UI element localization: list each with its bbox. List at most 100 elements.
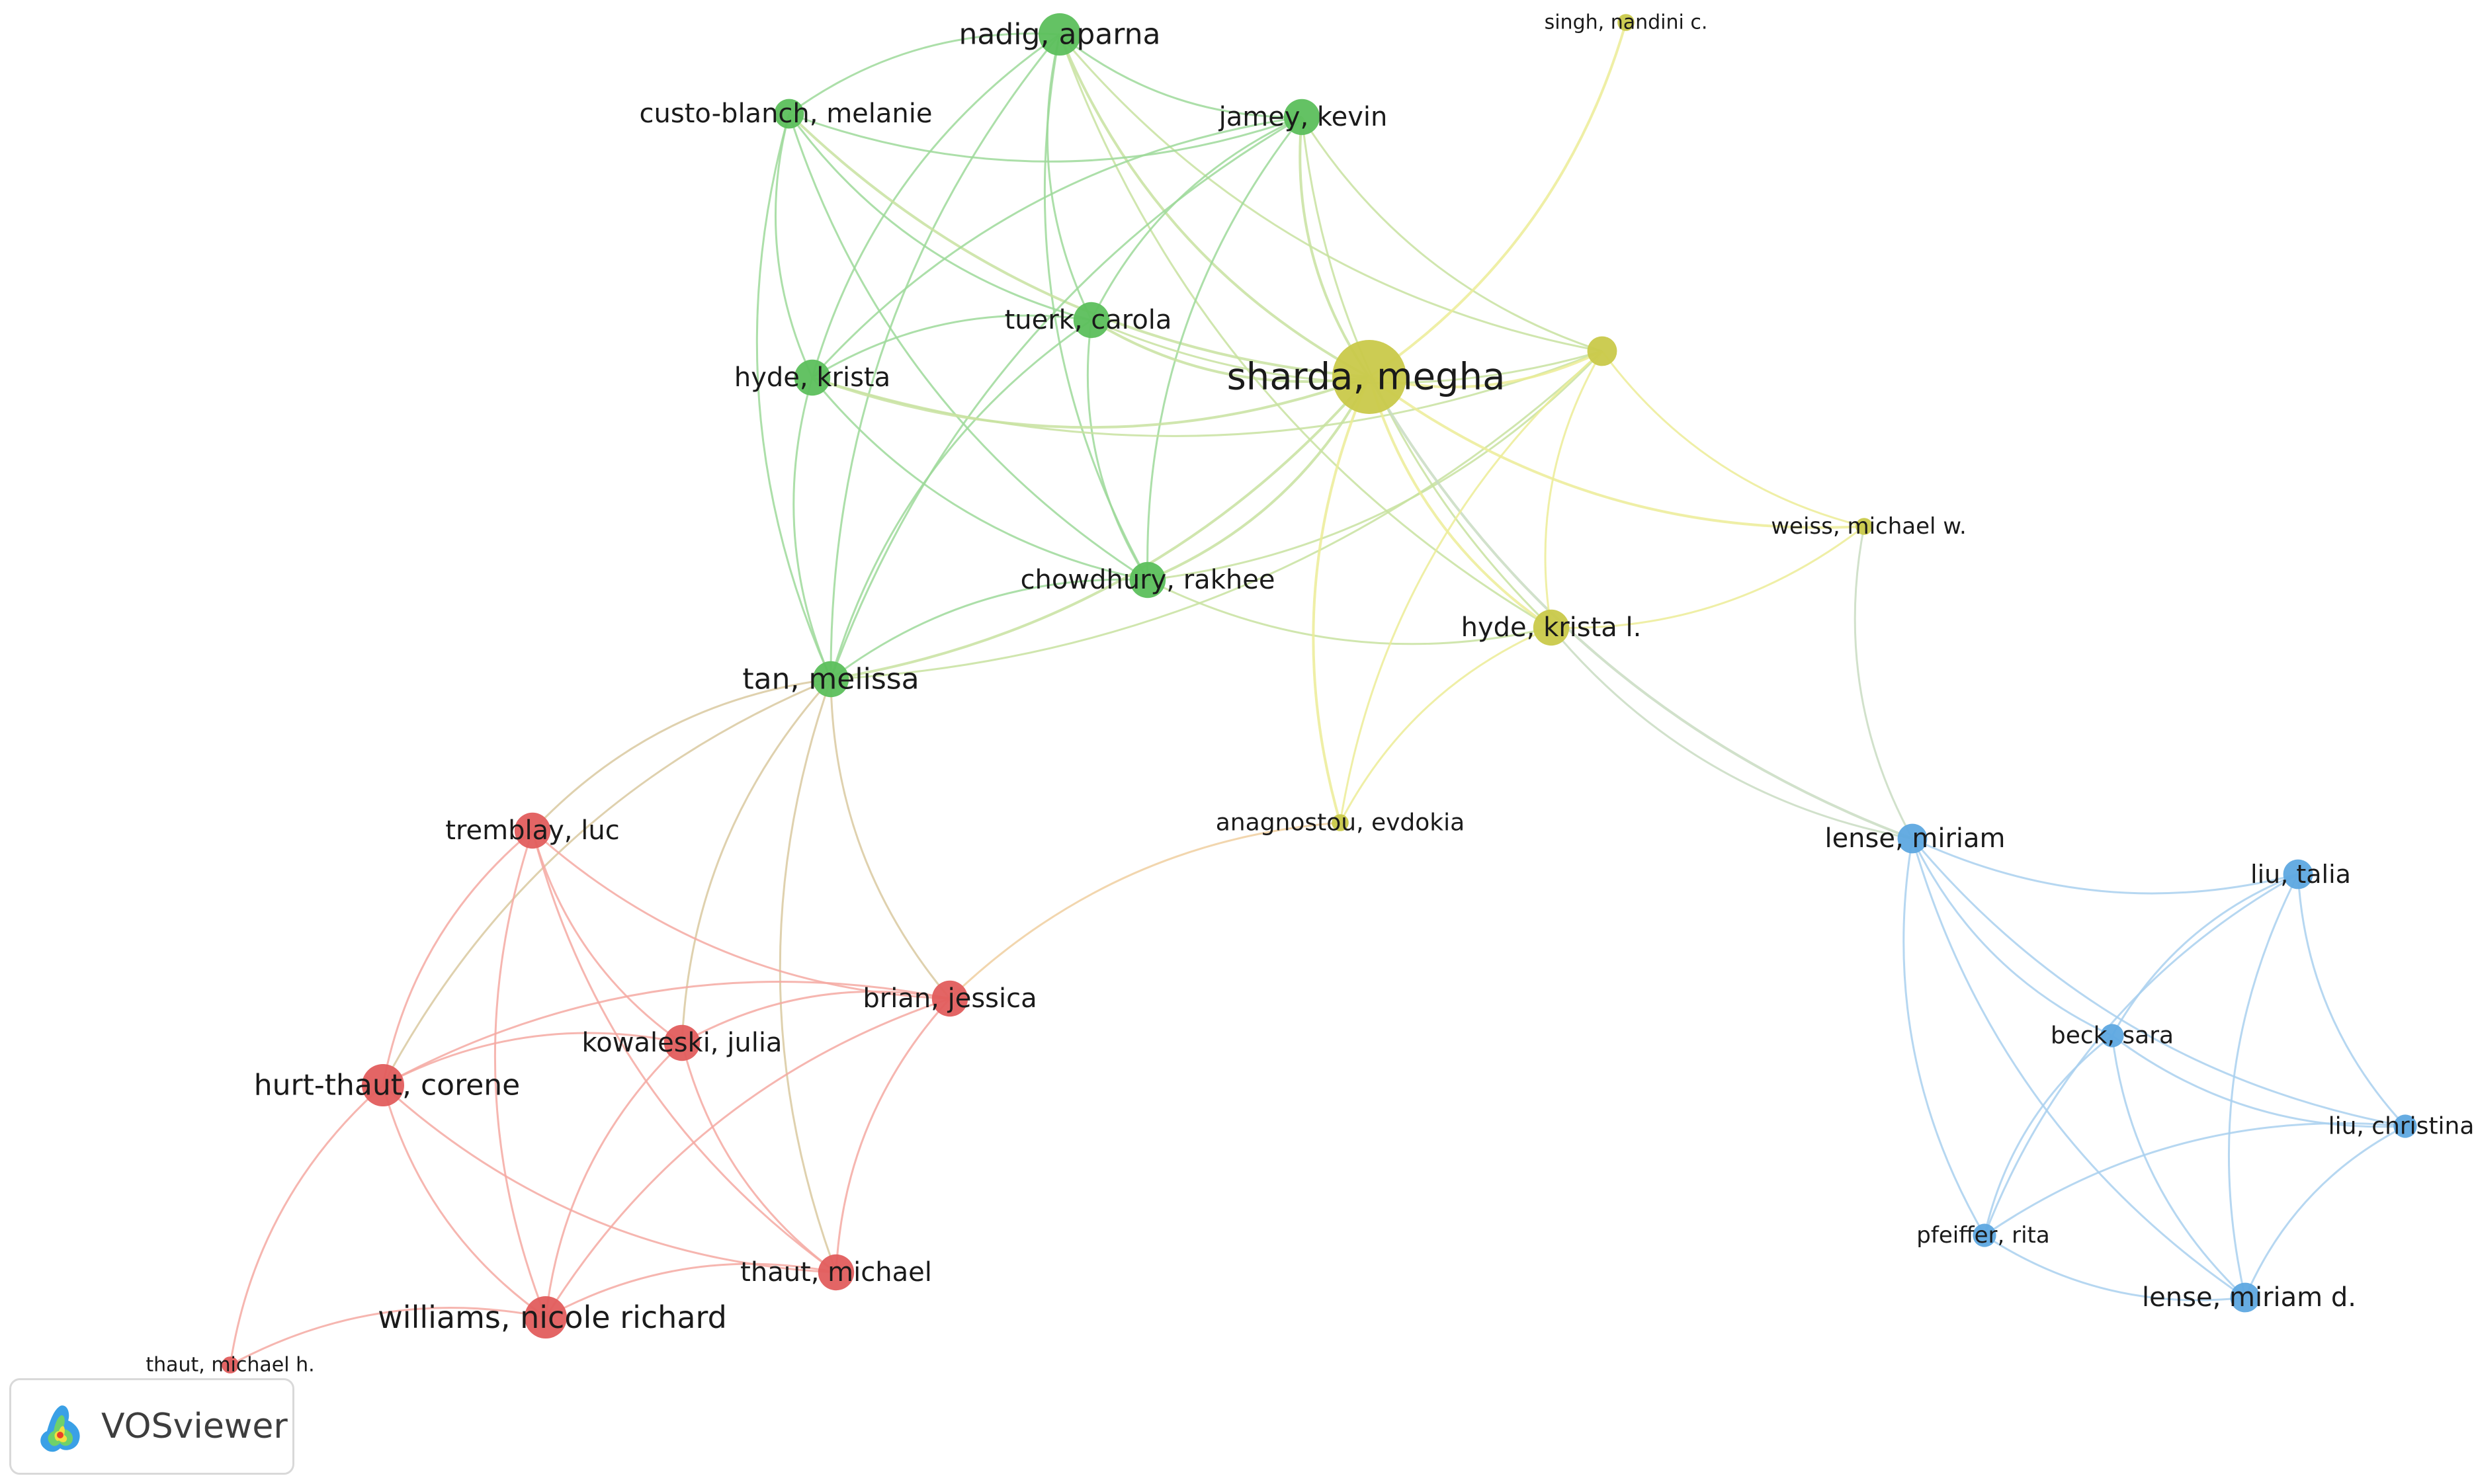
node-label-custo[interactable]: custo-blanch, melanie <box>640 99 933 129</box>
node-label-tremblay[interactable]: tremblay, luc <box>445 815 619 846</box>
link-hydek-sharda <box>812 376 1370 429</box>
node-thautm[interactable] <box>818 1254 855 1291</box>
vosviewer-logo-badge[interactable]: VOSviewer <box>9 1378 294 1475</box>
link-tan-brian <box>830 679 951 999</box>
node-label-liut[interactable]: liu, talia <box>2250 860 2351 889</box>
link-jamey-sharda <box>1299 116 1371 378</box>
link-liuc-pfeiffer <box>1984 1122 2406 1237</box>
link-nadig-jamey <box>1059 33 1302 118</box>
node-tuerk[interactable] <box>1073 302 1110 339</box>
link-tremblay-hurt <box>382 829 533 1086</box>
link-nadig-hydek <box>811 33 1060 378</box>
link-chowdhury-sharda <box>1147 376 1371 581</box>
node-beck[interactable] <box>2100 1024 2124 1048</box>
link-jamey-hydek <box>811 116 1302 379</box>
link-hurt-williams <box>382 1085 546 1319</box>
link-lense-liuc <box>1911 838 2406 1128</box>
link-hydek-tan <box>792 377 832 680</box>
link-jamey-tan <box>830 116 1302 680</box>
node-label-hydek[interactable]: hyde, krista <box>734 362 890 393</box>
link-tan-hurt <box>382 678 832 1086</box>
link-beck-pfeiffer <box>1983 1034 2113 1236</box>
node-singh[interactable] <box>1617 14 1635 31</box>
node-lense[interactable] <box>1897 823 1928 854</box>
link-custo-tan <box>755 113 832 680</box>
node-label-beck[interactable]: beck, sara <box>2051 1022 2174 1050</box>
link-pfeiffer-lensemd <box>1984 1234 2246 1301</box>
node-label-kowaleski[interactable]: kowaleski, julia <box>582 1028 783 1058</box>
node-label-weiss[interactable]: weiss, michael w. <box>1771 513 1967 540</box>
node-label-williams[interactable]: williams, nicole richard <box>378 1299 727 1335</box>
node-label-thautmh[interactable]: thaut, michael h. <box>146 1354 314 1377</box>
link-tan-yunlabeled <box>830 350 1603 680</box>
link-beck-lensemd <box>2111 1035 2246 1299</box>
link-brian-williams <box>544 997 951 1318</box>
link-hydek-yunlabeled <box>812 350 1603 437</box>
node-pfeiffer[interactable] <box>1973 1223 1996 1247</box>
link-nadig-sharda <box>1058 34 1370 378</box>
link-tremblay-brian <box>532 829 951 1000</box>
node-label-nadig[interactable]: nadig, aparna <box>959 18 1161 52</box>
link-jamey-yunlabeled <box>1301 116 1603 352</box>
node-label-hurt[interactable]: hurt-thaut, corene <box>254 1069 520 1102</box>
node-custo[interactable] <box>774 99 804 129</box>
link-beck-liuc <box>2111 1034 2406 1128</box>
node-label-tan[interactable]: tan, melissa <box>742 663 919 696</box>
node-label-singh[interactable]: singh, nandini c. <box>1545 11 1708 34</box>
link-tan-kowaleski <box>681 678 832 1044</box>
node-label-pfeiffer[interactable]: pfeiffer, rita <box>1916 1222 2049 1249</box>
link-hydekl-weiss <box>1551 525 1865 629</box>
link-tremblay-kowaleski <box>531 830 683 1044</box>
link-sharda-singh <box>1368 22 1627 378</box>
link-kowaleski-hurt <box>382 1032 683 1087</box>
link-tuerk-chowdhury <box>1086 319 1149 581</box>
node-label-lensemd[interactable]: lense, miriam d. <box>2142 1282 2356 1313</box>
node-yunlabeled[interactable] <box>1587 336 1617 366</box>
node-hurt[interactable] <box>362 1064 404 1106</box>
node-thautmh[interactable] <box>222 1356 239 1374</box>
node-sharda[interactable] <box>1332 340 1406 414</box>
node-label-lense[interactable]: lense, miriam <box>1824 823 2005 854</box>
node-jamey[interactable] <box>1283 99 1320 136</box>
node-liuc[interactable] <box>2393 1114 2417 1138</box>
node-williams[interactable] <box>525 1296 567 1339</box>
link-tremblay-thautm <box>531 830 837 1274</box>
node-anagnostou[interactable] <box>1332 814 1349 831</box>
node-hydekl[interactable] <box>1533 609 1570 646</box>
link-liuc-lensemd <box>2244 1125 2406 1298</box>
edge-layer <box>229 22 2407 1366</box>
node-chowdhury[interactable] <box>1129 561 1166 598</box>
node-kowaleski[interactable] <box>663 1024 701 1061</box>
node-label-liuc[interactable]: liu, christina <box>2328 1113 2474 1140</box>
link-chowdhury-tan <box>830 578 1148 680</box>
node-tan[interactable] <box>812 661 849 698</box>
link-brian-hurt <box>382 980 951 1087</box>
link-nadig-tan <box>830 34 1061 680</box>
link-custo-hydek <box>774 113 814 378</box>
link-anagnostou-brian <box>949 821 1341 1000</box>
node-hydek[interactable] <box>794 359 831 396</box>
node-lensemd[interactable] <box>2230 1282 2260 1313</box>
vosviewer-logo-text: VOSviewer <box>101 1407 288 1446</box>
node-label-thautm[interactable]: thaut, michael <box>740 1257 932 1288</box>
link-tremblay-williams <box>493 830 547 1318</box>
node-label-tuerk[interactable]: tuerk, carola <box>1005 305 1172 335</box>
node-brian[interactable] <box>931 980 968 1017</box>
node-label-chowdhury[interactable]: chowdhury, rakhee <box>1021 565 1275 595</box>
node-label-sharda[interactable]: sharda, megha <box>1227 356 1506 399</box>
node-weiss[interactable] <box>1856 518 1873 535</box>
node-liut[interactable] <box>2283 859 2313 889</box>
link-thautm-williams <box>545 1262 837 1319</box>
link-jamey-tuerk <box>1090 116 1302 321</box>
node-label-hydekl[interactable]: hyde, krista l. <box>1461 612 1642 643</box>
link-brian-thautm <box>835 997 951 1273</box>
node-tremblay[interactable] <box>514 812 551 849</box>
node-label-anagnostou[interactable]: anagnostou, evdokia <box>1216 809 1465 837</box>
link-lense-pfeiffer <box>1902 838 1986 1236</box>
node-label-brian[interactable]: brian, jessica <box>863 983 1037 1014</box>
link-custo-tuerk <box>788 113 1092 321</box>
node-label-jamey[interactable]: jamey, kevin <box>1218 102 1388 132</box>
node-nadig[interactable] <box>1039 13 1081 56</box>
